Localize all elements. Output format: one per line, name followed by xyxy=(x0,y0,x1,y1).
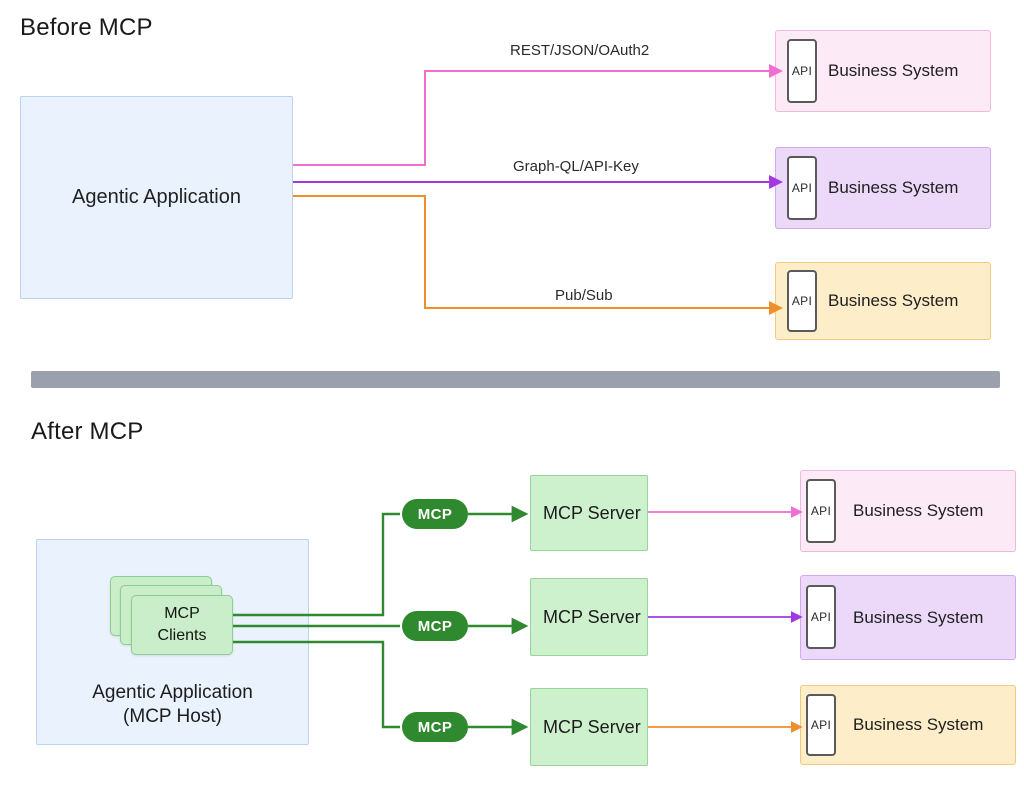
business-system-box-4[interactable]: Business System xyxy=(800,470,1016,552)
business-system-label-2: Business System xyxy=(828,178,959,197)
agentic-application-label: Agentic Application xyxy=(71,186,241,208)
business-system-box-5[interactable]: Business System xyxy=(800,575,1016,660)
api-icon-6: API xyxy=(806,694,836,756)
business-system-label-6: Business System xyxy=(853,715,984,734)
section-title-before: Before MCP xyxy=(20,14,153,41)
api-label-5: API xyxy=(810,610,832,624)
mcp-server-label-3: MCP Server xyxy=(543,716,641,737)
api-label-3: API xyxy=(791,294,813,308)
business-system-label-4: Business System xyxy=(853,501,984,520)
mcp-pill-1[interactable]: MCP xyxy=(402,499,468,529)
connector-rest-json-oauth2 xyxy=(293,64,783,166)
business-system-label-5: Business System xyxy=(853,607,984,627)
api-icon-3: API xyxy=(787,270,817,332)
mcp-pill-label-3: MCP xyxy=(417,718,453,736)
mcp-pill-label-1: MCP xyxy=(417,505,453,523)
mcp-clients-label: MCP Clients xyxy=(157,605,207,644)
api-label-6: API xyxy=(810,718,832,732)
mcp-pill-label-2: MCP xyxy=(417,617,453,635)
edge-label-pubsub: Pub/Sub xyxy=(555,287,613,304)
agentic-host-label: Agentic Application (MCP Host) xyxy=(92,681,253,728)
business-system-label-3: Business System xyxy=(828,291,959,310)
mcp-server-box-2[interactable]: MCP Server xyxy=(530,578,648,656)
business-system-box-6[interactable]: Business System xyxy=(800,685,1016,765)
section-title-after: After MCP xyxy=(31,418,144,445)
mcp-server-label-2: MCP Server xyxy=(543,606,641,627)
mcp-clients-card-front[interactable]: MCP Clients xyxy=(131,595,233,655)
mcp-pill-3[interactable]: MCP xyxy=(402,712,468,742)
edge-label-rest: REST/JSON/OAuth2 xyxy=(510,42,650,59)
section-divider xyxy=(31,371,1000,388)
api-label-4: API xyxy=(810,504,832,518)
api-icon-2: API xyxy=(787,156,817,220)
business-system-label-1: Business System xyxy=(828,61,959,80)
api-label-1: API xyxy=(791,64,813,78)
api-icon-4: API xyxy=(806,479,836,543)
mcp-pill-2[interactable]: MCP xyxy=(402,611,468,641)
api-icon-1: API xyxy=(787,39,817,103)
mcp-server-box-3[interactable]: MCP Server xyxy=(530,688,648,766)
agentic-application-box[interactable]: Agentic Application xyxy=(20,96,293,299)
mcp-server-label-1: MCP Server xyxy=(543,502,641,523)
api-label-2: API xyxy=(791,181,813,195)
api-icon-5: API xyxy=(806,585,836,649)
connector-pubsub xyxy=(293,195,783,315)
edge-label-graphql: Graph-QL/API-Key xyxy=(513,158,639,175)
mcp-server-box-1[interactable]: MCP Server xyxy=(530,475,648,551)
